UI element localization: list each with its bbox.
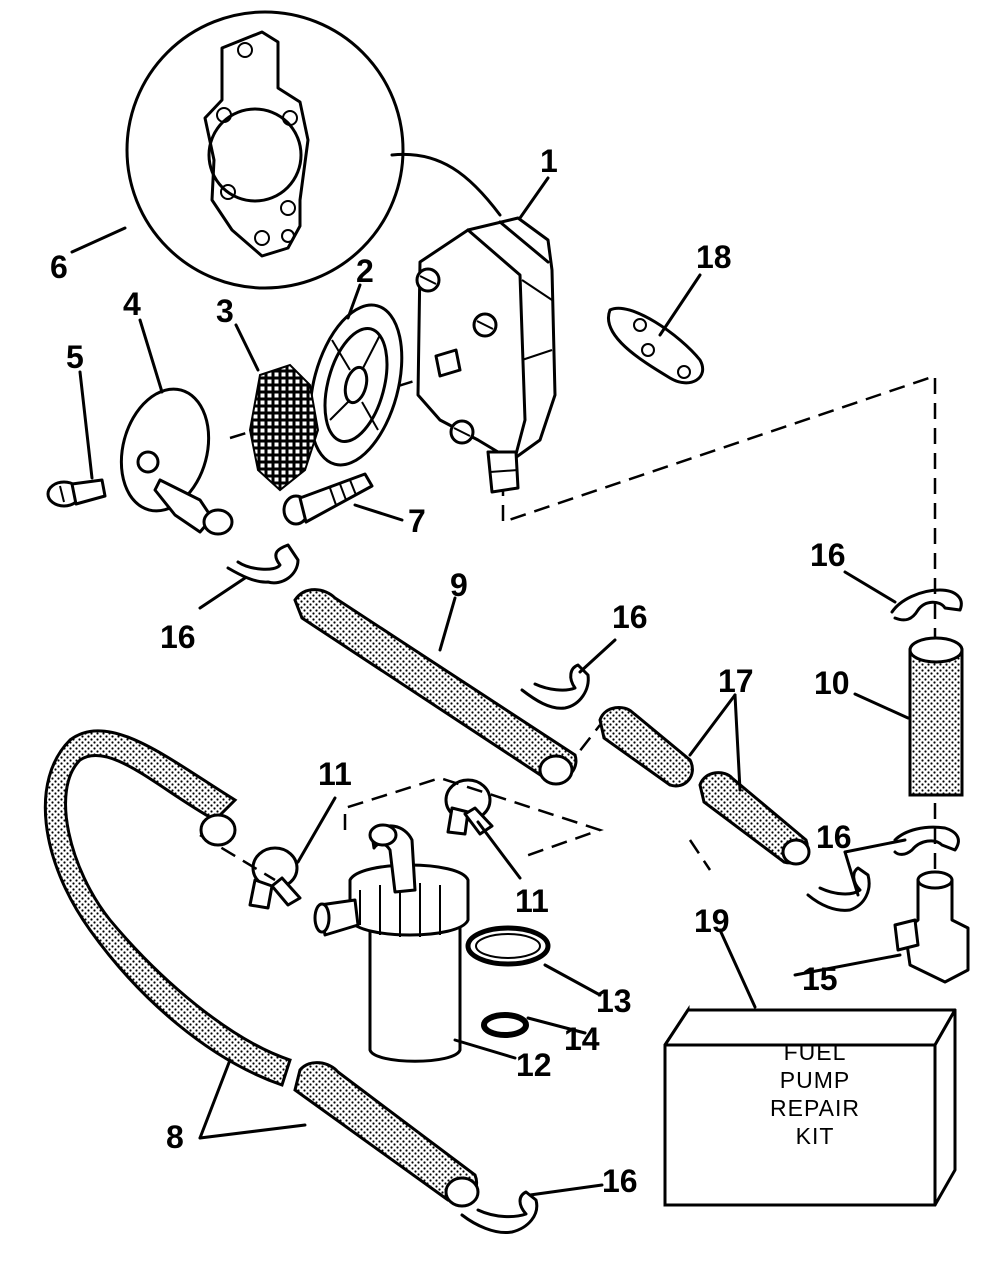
callout-16d: 16 xyxy=(816,819,852,855)
callout-15: 15 xyxy=(802,961,838,997)
spring-clip-16 xyxy=(890,588,963,622)
spring-clip-16 xyxy=(226,543,300,585)
callout-10: 10 xyxy=(814,665,850,701)
callout-18: 18 xyxy=(696,239,732,275)
hose-8-assembly xyxy=(43,729,480,1208)
hoses-17 xyxy=(598,706,811,866)
gasket-detail-circle xyxy=(125,10,502,290)
fuel-filter-12 xyxy=(313,823,470,1063)
seal-14 xyxy=(481,1012,529,1038)
kit-label-line4: KIT xyxy=(796,1123,835,1149)
callout-11b: 11 xyxy=(515,883,549,919)
callout-6: 6 xyxy=(50,249,68,285)
callout-17: 17 xyxy=(718,663,754,699)
leader-lines xyxy=(70,176,910,1197)
kit-label-line3: REPAIR xyxy=(770,1095,860,1121)
callout-11a: 11 xyxy=(318,756,352,792)
spring-clip-16 xyxy=(806,866,871,912)
hose-9 xyxy=(293,588,578,786)
hose-10 xyxy=(908,636,964,797)
pump-gasket-18 xyxy=(606,306,705,385)
callout-8: 8 xyxy=(166,1119,184,1155)
callout-16e: 16 xyxy=(602,1163,638,1199)
spring-clip-16 xyxy=(520,663,590,710)
o-ring-13-inner xyxy=(475,933,541,959)
callout-16c: 16 xyxy=(810,537,846,573)
exploded-dashed-line xyxy=(501,374,937,920)
filter-plate-2 xyxy=(308,303,404,467)
screw-7 xyxy=(282,472,374,526)
callout-19: 19 xyxy=(694,903,730,939)
kit-label-line2: PUMP xyxy=(780,1067,850,1093)
o-ring-13 xyxy=(465,925,551,967)
exploded-dashed-line xyxy=(343,776,604,860)
thumb-screw-5 xyxy=(46,478,107,508)
filter-screen-3 xyxy=(248,363,320,492)
callout-12: 12 xyxy=(516,1047,552,1083)
fuel-pump-body xyxy=(415,216,557,494)
exploded-dashed-line xyxy=(688,839,712,871)
callout-13: 13 xyxy=(596,983,632,1019)
callout-3: 3 xyxy=(216,293,234,329)
callout-7: 7 xyxy=(408,503,426,539)
spring-clip-16 xyxy=(893,825,960,856)
callout-2: 2 xyxy=(356,253,374,289)
callout-14: 14 xyxy=(564,1021,600,1057)
callout-16a: 16 xyxy=(160,619,196,655)
clamp-11-left xyxy=(248,846,302,910)
callout-9: 9 xyxy=(450,567,468,603)
callout-16b: 16 xyxy=(612,599,648,635)
filter-cover-4 xyxy=(119,387,234,536)
fuel-pump-repair-kit-box: FUEL PUMP REPAIR KIT xyxy=(663,1004,957,1207)
callout-1: 1 xyxy=(540,143,558,179)
callout-5: 5 xyxy=(66,339,84,375)
elbow-fitting-15 xyxy=(893,870,970,984)
callout-4: 4 xyxy=(123,286,141,322)
kit-label-line1: FUEL xyxy=(784,1039,847,1065)
